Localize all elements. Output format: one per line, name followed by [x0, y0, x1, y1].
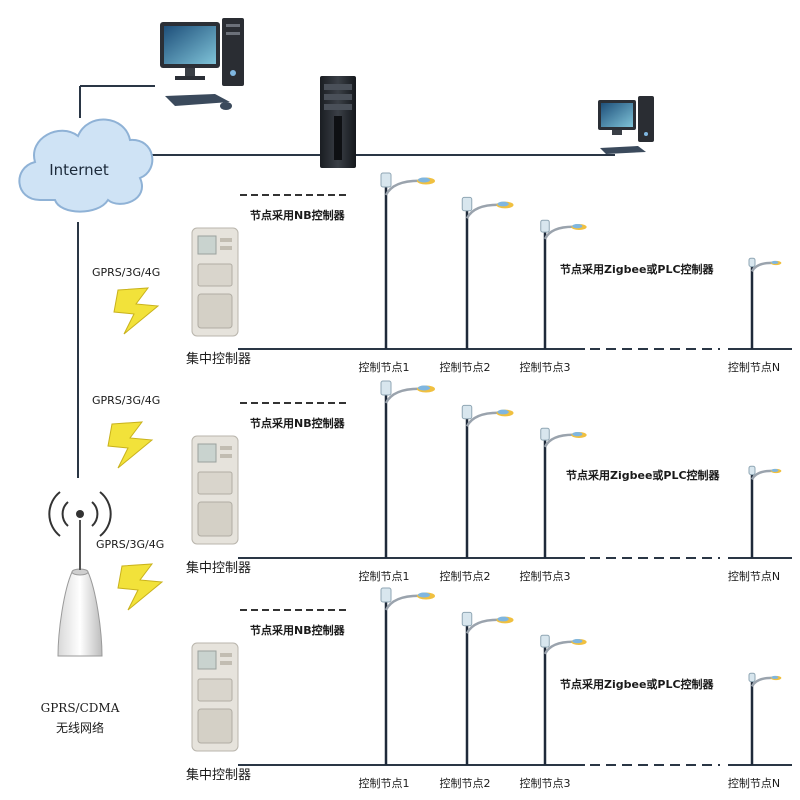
street-lamp-icon [461, 611, 514, 765]
zigbee-note: 节点采用Zigbee或PLC控制器 [560, 262, 715, 276]
street-lamp-icon [748, 465, 782, 558]
street-lamp-icon [461, 196, 514, 349]
street-lamp-icon [540, 219, 587, 349]
node-label: 控制节点3 [520, 569, 571, 583]
node-label: 控制节点2 [440, 569, 491, 583]
backbone-lines [77, 85, 615, 478]
internet-cloud: Internet [18, 118, 154, 213]
street-lamp-icon [380, 587, 435, 765]
gprs-link: GPRS/3G/4G [92, 266, 160, 335]
gprs-label: GPRS/3G/4G [92, 266, 160, 279]
node-label: 控制节点2 [440, 776, 491, 790]
gprs-link: GPRS/3G/4G [92, 394, 160, 469]
street-lamp-icon [461, 404, 514, 558]
street-lamp-icon [380, 380, 435, 558]
node-label: 控制节点N [728, 360, 780, 374]
network-label-line1: GPRS/CDMA [41, 701, 120, 715]
gprs-label: GPRS/3G/4G [96, 538, 164, 551]
lightning-bolt-icon [107, 421, 154, 469]
network-label-line2: 无线网络 [56, 720, 104, 735]
computer-icon-right [598, 96, 654, 154]
node-label: 控制节点2 [440, 360, 491, 374]
controller-label: 集中控制器 [186, 767, 251, 783]
lightning-bolt-icon [113, 287, 160, 335]
lightning-bolt-icon [117, 563, 164, 611]
street-lamp-icon [748, 672, 782, 765]
zigbee-note: 节点采用Zigbee或PLC控制器 [560, 677, 715, 691]
controller-meter-icon [191, 435, 239, 545]
gprs-label: GPRS/3G/4G [92, 394, 160, 407]
antenna-tower-icon: GPRS/CDMA 无线网络 [41, 491, 120, 735]
street-lamp-icon [540, 634, 587, 765]
controller-label: 集中控制器 [186, 351, 251, 367]
node-label: 控制节点3 [520, 776, 571, 790]
nb-note: 节点采用NB控制器 [250, 623, 346, 637]
computer-icon [160, 18, 244, 110]
street-lamp-icon [380, 172, 435, 349]
node-label: 控制节点1 [359, 569, 410, 583]
nb-note: 节点采用NB控制器 [250, 208, 346, 222]
controller-meter-icon [191, 642, 239, 752]
server-icon [320, 76, 356, 168]
node-label: 控制节点1 [359, 360, 410, 374]
node-label: 控制节点3 [520, 360, 571, 374]
node-label: 控制节点1 [359, 776, 410, 790]
street-lamp-icon [748, 257, 782, 349]
nb-note: 节点采用NB控制器 [250, 416, 346, 430]
internet-label: Internet [49, 161, 109, 179]
node-label: 控制节点N [728, 569, 780, 583]
node-label: 控制节点N [728, 776, 780, 790]
zigbee-note: 节点采用Zigbee或PLC控制器 [566, 468, 721, 482]
street-lamp-icon [540, 427, 587, 558]
controller-meter-icon [191, 227, 239, 337]
controller-label: 集中控制器 [186, 560, 251, 576]
gprs-link: GPRS/3G/4G [96, 538, 164, 611]
